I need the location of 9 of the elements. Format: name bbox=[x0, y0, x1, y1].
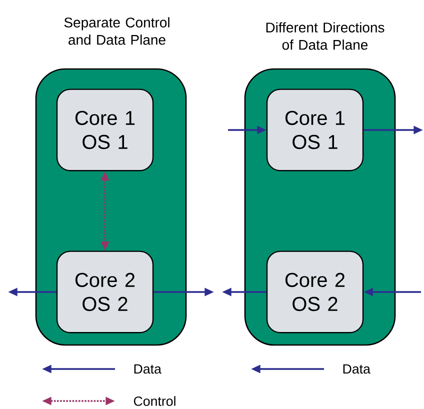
core-box: Core 2 OS 2 bbox=[266, 250, 364, 334]
panel-title: Separate Control and Data Plane bbox=[64, 17, 170, 45]
legend-label: Data bbox=[343, 364, 370, 374]
legend-label: Data bbox=[134, 364, 162, 374]
core-box: Core 2 OS 2 bbox=[56, 250, 154, 334]
core-box: Core 1 OS 1 bbox=[266, 88, 364, 172]
legend-label: Control bbox=[134, 396, 176, 406]
panel-title: Different Directions of Data Plane bbox=[266, 22, 384, 50]
core-box: Core 1 OS 1 bbox=[56, 88, 154, 172]
